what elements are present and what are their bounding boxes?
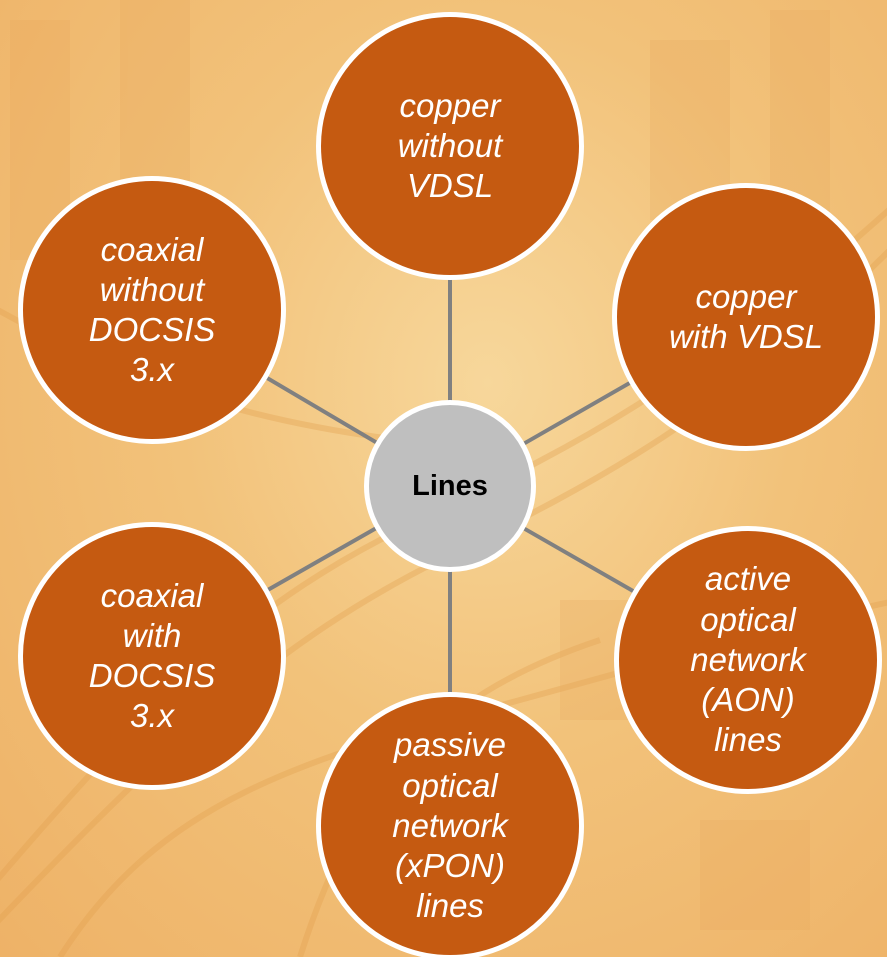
node-label: coaxial without DOCSIS 3.x: [88, 230, 216, 389]
node-passive-optical-network: passive optical network (xPON) lines: [316, 692, 584, 960]
node-label: passive optical network (xPON) lines: [392, 726, 508, 925]
hub-node: Lines: [364, 400, 536, 572]
node-label: coaxial with DOCSIS 3.x: [88, 576, 216, 735]
node-label: copper without VDSL: [397, 86, 503, 205]
hub-label: Lines: [412, 469, 488, 502]
node-coaxial-without-docsis: coaxial without DOCSIS 3.x: [18, 176, 286, 444]
node-coaxial-with-docsis: coaxial with DOCSIS 3.x: [18, 522, 286, 790]
node-copper-without-vdsl: copper without VDSL: [316, 12, 584, 280]
node-active-optical-network: active optical network (AON) lines: [614, 526, 882, 794]
node-label: active optical network (AON) lines: [690, 560, 806, 759]
node-copper-with-vdsl: copper with VDSL: [612, 183, 880, 451]
node-label: copper with VDSL: [668, 277, 824, 355]
